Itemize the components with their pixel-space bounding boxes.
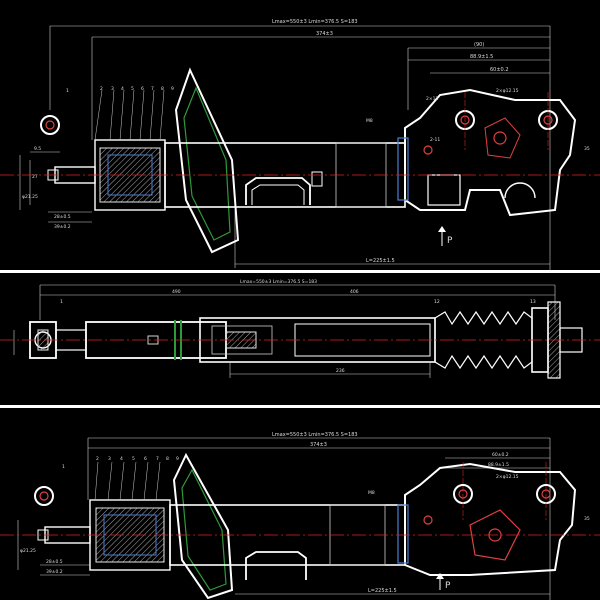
- bottom-part-7: 7: [156, 456, 159, 462]
- middle-part-left: 1: [60, 299, 63, 305]
- bottom-length-sub: 374±3: [310, 442, 327, 448]
- top-part-6: 6: [141, 86, 144, 92]
- bottom-dim-35: 35: [584, 516, 590, 522]
- top-dim-88: 88.9±1.5: [470, 54, 493, 60]
- bottom-part-5: 5: [132, 456, 135, 462]
- top-part-4: 4: [121, 86, 124, 92]
- top-eye-inner: [45, 120, 55, 130]
- top-length-label: Lmax=550±3 Lmin=376.5 S=183: [272, 19, 358, 25]
- middle-dim-b: 236: [336, 368, 345, 374]
- top-dim-90: (90): [474, 42, 484, 48]
- top-dim-27: 27: [32, 174, 38, 180]
- middle-part-mid: 12: [434, 299, 440, 305]
- top-dim-12: 2×12: [426, 96, 438, 102]
- top-dim-39: 39±0.2: [54, 224, 71, 230]
- bottom-dim-phi21: φ21.25: [20, 548, 36, 554]
- top-part-7: 7: [151, 86, 154, 92]
- bottom-dim-phi: 2×φ12.15: [496, 474, 519, 480]
- middle-part-right: 13: [530, 299, 536, 305]
- top-arrow-label: P: [447, 236, 453, 246]
- top-dim-60: 60±0.2: [490, 67, 509, 73]
- top-knuckle: [404, 88, 577, 217]
- top-dim-11: 2-11: [430, 137, 440, 143]
- top-part-9: 9: [171, 86, 174, 92]
- top-part-2: 2: [100, 86, 103, 92]
- bottom-dim-60: 60±0.2: [492, 452, 509, 458]
- bottom-part-8: 8: [166, 456, 169, 462]
- bottom-dim-bottom: L=225±1.5: [368, 588, 397, 594]
- middle-dim-c: 406: [350, 289, 359, 295]
- bottom-dim-28: 28±0.5: [46, 559, 63, 565]
- top-part-5: 5: [131, 86, 134, 92]
- bottom-part-2: 2: [96, 456, 99, 462]
- bottom-part-6: 6: [144, 456, 147, 462]
- bottom-part-1: 1: [62, 464, 65, 470]
- middle-view: [0, 284, 600, 379]
- top-part-8: 8: [161, 86, 164, 92]
- top-dim-28: 28±0.5: [54, 214, 71, 220]
- bottom-view: [0, 437, 600, 600]
- top-dim-phi21: φ21.25: [22, 194, 38, 200]
- separator-top: [0, 270, 600, 273]
- middle-view-labels: Lmax=550±3 Lmin=376.5 S=183 490 236 406 …: [60, 279, 536, 374]
- separator-bottom: [0, 405, 600, 408]
- top-dim-m8: M8: [366, 118, 373, 124]
- bottom-view-labels: Lmax=550±3 Lmin=376.5 S=183 374±3 60±0.2…: [20, 432, 590, 594]
- top-dim-bottom: L=225±1.5: [366, 258, 395, 264]
- top-eye-outer: [40, 115, 60, 135]
- middle-dim-a: 490: [172, 289, 181, 295]
- top-dim-35: 35: [584, 146, 590, 152]
- bottom-length-label: Lmax=550±3 Lmin=376.5 S=183: [272, 432, 358, 438]
- bottom-dim-88: 88.9±1.5: [488, 462, 509, 468]
- top-view: [0, 25, 600, 270]
- top-part-3: 3: [111, 86, 114, 92]
- top-dim-phi: 2×φ12.15: [496, 88, 519, 94]
- top-part-1: 1: [66, 88, 69, 94]
- bottom-part-9: 9: [176, 456, 179, 462]
- top-length-sub: 374±3: [316, 31, 333, 37]
- bottom-part-3: 3: [108, 456, 111, 462]
- top-view-labels: Lmax=550±3 Lmin=376.5 S=183 374±3 (90) 8…: [22, 19, 590, 264]
- bottom-dim-m8: M8: [368, 490, 375, 496]
- bottom-dim-39: 39±0.2: [46, 569, 63, 575]
- middle-length-label: Lmax=550±3 Lmin=376.5 S=183: [240, 279, 317, 285]
- bottom-part-4: 4: [120, 456, 123, 462]
- bottom-arrow-label: P: [445, 581, 451, 591]
- top-dim-95: 9.5: [34, 146, 41, 152]
